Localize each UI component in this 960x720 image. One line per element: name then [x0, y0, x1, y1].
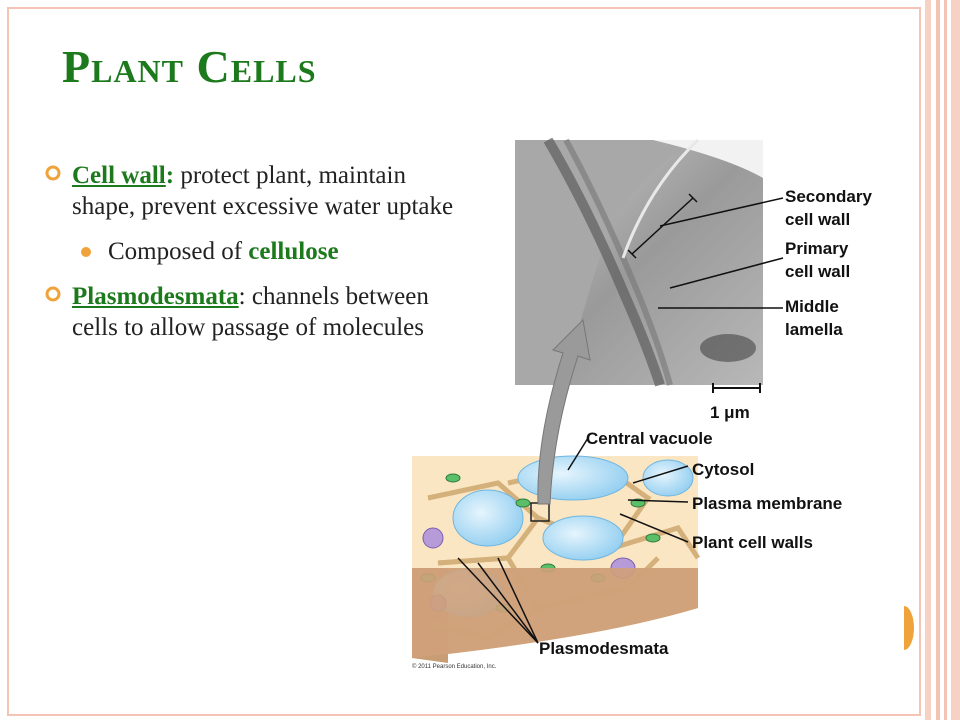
label-primary: Primary [785, 239, 849, 258]
term-colon: : [238, 283, 246, 310]
label-cell-wall-1: cell wall [785, 210, 850, 229]
orange-tab-icon [904, 606, 914, 650]
plasmodesmata-description: channels between cells to allow passage … [72, 283, 429, 341]
micrograph: 1 μm [515, 138, 763, 422]
label-secondary: Secondary [785, 187, 872, 206]
cell-wall-figure: 1 μm Secondary cell wall Primary cell wa… [412, 138, 872, 670]
cell-diagram [412, 455, 701, 663]
cell-wall-description: protect plant, maintain shape, prevent e… [72, 162, 454, 220]
slide-title: Plant Cells [62, 41, 317, 92]
label-plasma-membrane: Plasma membrane [692, 494, 842, 513]
label-cytosol: Cytosol [692, 460, 754, 479]
term-cell-wall: Cell wall [72, 162, 166, 189]
ring-bullet-icon [45, 165, 61, 181]
cellulose-highlight: cellulose [248, 238, 339, 265]
term-colon: : [165, 162, 175, 189]
sub-bullet-cellulose: Composed of cellulose [44, 236, 454, 267]
ring-bullet-icon [45, 286, 61, 302]
scale-bar-label: 1 μm [710, 403, 750, 422]
bullet-plasmodesmata: Plasmodesmata: channels between cells to… [44, 281, 454, 343]
zoom-arrow-icon [537, 318, 591, 505]
bullet-cell-wall: Cell wall: protect plant, maintain shape… [44, 160, 454, 222]
term-plasmodesmata: Plasmodesmata [72, 283, 239, 310]
label-plant-cell-walls: Plant cell walls [692, 533, 813, 552]
label-plasmodesmata: Plasmodesmata [539, 639, 669, 658]
bullet-list: Cell wall: protect plant, maintain shape… [44, 160, 454, 357]
label-lamella: lamella [785, 320, 843, 339]
label-cell-wall-2: cell wall [785, 262, 850, 281]
dot-bullet-icon [81, 247, 91, 257]
figure-credit: © 2011 Pearson Education, Inc. [412, 663, 497, 670]
label-central-vacuole: Central vacuole [586, 429, 713, 448]
sub-bullet-prefix: Composed of [108, 238, 249, 265]
label-middle: Middle [785, 297, 839, 316]
